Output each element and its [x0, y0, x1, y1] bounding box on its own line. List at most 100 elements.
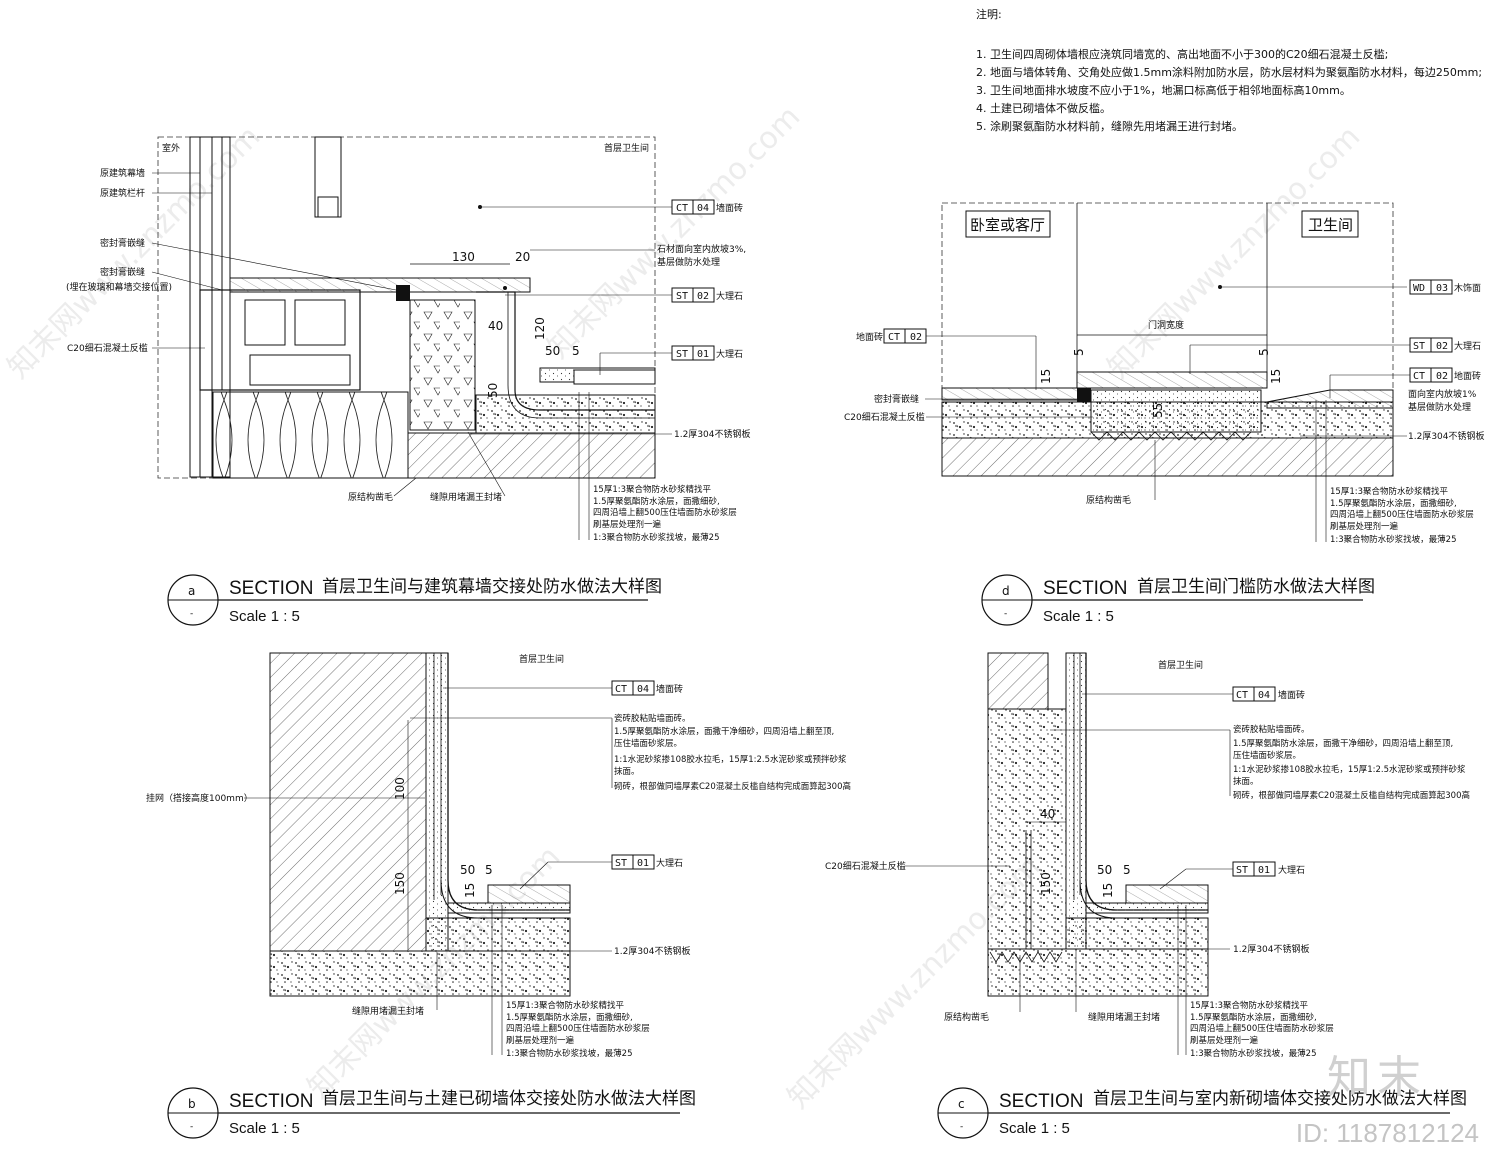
layer-4: 刷基层处理剂一遍: [593, 519, 662, 530]
section-label: SECTION: [999, 1091, 1083, 1112]
tag-num: 02: [697, 291, 709, 302]
tag-text: 墙面砖: [1278, 689, 1305, 701]
room-label-bathroom: 首层卫生间: [519, 653, 564, 665]
layer-2: 1.5厚聚氨酯防水涂层，面撒细砂,: [1190, 1012, 1317, 1023]
section-scale: Scale 1 : 5: [229, 1120, 300, 1137]
layer-1: 15厚1:3聚合物防水砂浆精找平: [593, 484, 711, 495]
dim-label: 50: [545, 344, 560, 358]
label-concrete-curb: C20细石混凝土反槛: [825, 860, 906, 872]
dim-label: 15: [1269, 369, 1283, 384]
tag-num: 02: [1436, 341, 1448, 352]
label-sealant: 密封膏嵌缝: [100, 237, 145, 249]
layer-4: 刷基层处理剂一遍: [1330, 521, 1399, 532]
layer-5: 1:3聚合物防水砂浆找坡，最薄25: [506, 1048, 633, 1059]
label-railing: 原建筑栏杆: [100, 187, 145, 199]
note-item-1: 1. 卫生间四周砌体墙根应浇筑同墙宽的、高出地面不小于300的C20细石混凝土反…: [976, 48, 1389, 61]
dim-label: 15: [463, 883, 477, 898]
tag-code: CT: [615, 684, 627, 695]
note-item-3: 3. 卫生间地面排水坡度不应小于1%，地漏口标高低于相邻地面标高10mm。: [976, 84, 1351, 97]
label-roughened: 原结构凿毛: [944, 1011, 989, 1023]
wall-layer-4: 1:1水泥砂浆掺108胶水拉毛，15厚1:2.5水泥砂浆或预拌砂浆: [614, 754, 847, 765]
tag-text: 大理石: [716, 290, 743, 302]
section-marker-letter: a: [188, 584, 195, 598]
dim-label: 150: [393, 872, 407, 895]
section-title: 首层卫生间与室内新砌墙体交接处防水做法大样图: [1093, 1089, 1467, 1109]
section-marker-letter: c: [958, 1097, 965, 1111]
marker-dash: -: [960, 1122, 963, 1132]
layer-1: 15厚1:3聚合物防水砂浆精找平: [1330, 486, 1448, 497]
dim-label: 40: [1040, 807, 1055, 821]
dim-label: 50: [460, 863, 475, 877]
tag-code: CT: [676, 203, 688, 214]
section-label: SECTION: [229, 1091, 313, 1112]
detail-d: 卧室或客厅 卫生间 门洞宽度 5 15 55 5 15 WD 03 木饰面 地面…: [844, 202, 1485, 626]
layer-4: 刷基层处理剂一遍: [1190, 1035, 1259, 1046]
tag-text: 大理石: [656, 857, 683, 869]
wall-layer-4: 1:1水泥砂浆掺108胶水拉毛，15厚1:2.5水泥砂浆或预拌砂浆: [1233, 764, 1466, 775]
watermark-text: 知末网www.znzmo.com: [1101, 119, 1367, 385]
tag-code: WD: [1413, 283, 1425, 294]
tag-text: 墙面砖: [716, 202, 743, 214]
wall-layer-3: 压住墙面砂浆层。: [1233, 750, 1301, 761]
watermark-text: 知末网www.znzmo.com: [541, 99, 807, 365]
label-plug: 缝隙用堵漏王封堵: [1088, 1011, 1160, 1023]
dim-label: 20: [515, 250, 530, 264]
layer-3: 四周沿墙上翻500压住墙面防水砂浆层: [1190, 1023, 1334, 1034]
tag-text: 大理石: [1454, 340, 1481, 352]
dim-label: 50: [486, 383, 500, 398]
general-notes: 注明: 1. 卫生间四周砌体墙根应浇筑同墙宽的、高出地面不小于300的C20细石…: [976, 6, 1482, 136]
marker-dash: -: [190, 1122, 193, 1132]
layer-5: 1:3聚合物防水砂浆找坡，最薄25: [593, 532, 720, 543]
note-item-5: 5. 涂刷聚氨酯防水材料前，缝隙先用堵漏王进行封堵。: [976, 120, 1243, 133]
room-label-bathroom: 卫生间: [1308, 216, 1353, 234]
layer-3: 四周沿墙上翻500压住墙面防水砂浆层: [506, 1023, 650, 1034]
label-plug: 缝隙用堵漏王封堵: [352, 1005, 424, 1017]
tag-text: 大理石: [716, 348, 743, 360]
wall-layer-3: 压住墙面砂浆层。: [614, 738, 682, 749]
tag-num: 04: [637, 684, 649, 695]
label-curtain-wall: 原建筑幕墙: [100, 167, 145, 179]
section-title: 首层卫生间与建筑幕墙交接处防水做法大样图: [322, 577, 662, 597]
wall-layer-6: 砌砖，根部做同墙厚素C20混凝土反槛自结构完成面算起300高: [1233, 790, 1470, 801]
tag-code: CT: [888, 332, 900, 343]
dim-label: 40: [488, 319, 503, 333]
room-label-bathroom: 首层卫生间: [604, 142, 649, 154]
layer-1: 15厚1:3聚合物防水砂浆精找平: [506, 1000, 624, 1011]
label-roughened: 原结构凿毛: [1086, 494, 1131, 506]
section-title: 首层卫生间门槛防水做法大样图: [1137, 577, 1375, 597]
label-floor-tile: 地面砖: [856, 331, 883, 343]
section-label: SECTION: [1043, 578, 1127, 599]
image-id: ID: 1187812124: [1295, 1118, 1479, 1148]
label-roughened: 原结构凿毛: [348, 491, 393, 503]
wall-layer-6: 砌砖，根部做同墙厚素C20混凝土反槛自结构完成面算起300高: [614, 781, 851, 792]
dim-label: 50: [1097, 863, 1112, 877]
wall-layer-2: 1.5厚聚氨酯防水涂层，面撒干净细砂，四周沿墙上翻至顶,: [614, 726, 834, 737]
detail-b: 首层卫生间 100 150 50 5 15 挂网（搭接高度100mm） CT 0…: [146, 652, 851, 1139]
door-width-label: 门洞宽度: [1148, 319, 1184, 331]
dim-label: 5: [1123, 863, 1131, 877]
label-floor-slope: 面向室内放坡1%: [1408, 388, 1477, 400]
section-marker-letter: b: [188, 1097, 196, 1111]
section-title: 首层卫生间与土建已砌墙体交接处防水做法大样图: [322, 1089, 696, 1109]
detail-c: 首层卫生间 40 150 50 5 15 C20细石混凝土反槛 CT 04 墙面…: [825, 652, 1470, 1139]
marker-dash: -: [1004, 609, 1007, 619]
section-scale: Scale 1 : 5: [999, 1120, 1070, 1137]
layer-3: 四周沿墙上翻500压住墙面防水砂浆层: [593, 507, 737, 518]
tag-num: 04: [697, 203, 709, 214]
label-steel-plate: 1.2厚304不锈钢板: [1408, 430, 1485, 442]
label-steel-plate: 1.2厚304不锈钢板: [1233, 943, 1310, 955]
tag-text: 大理石: [1278, 864, 1305, 876]
section-label: SECTION: [229, 578, 313, 599]
tag-num: 01: [697, 349, 709, 360]
wall-layer-5: 抹面。: [1233, 776, 1259, 787]
tag-code: CT: [1413, 371, 1425, 382]
tag-num: 02: [1436, 371, 1448, 382]
section-scale: Scale 1 : 5: [1043, 608, 1114, 625]
dim-label: 5: [485, 863, 493, 877]
label-steel-plate: 1.2厚304不锈钢板: [614, 945, 691, 957]
label-concrete-curb: C20细石混凝土反槛: [844, 411, 925, 423]
wall-layer-2: 1.5厚聚氨酯防水涂层，面撒干净细砂，四周沿墙上翻至顶,: [1233, 738, 1453, 749]
label-sealant: 密封膏嵌缝: [874, 393, 919, 405]
tag-num: 01: [1258, 865, 1270, 876]
